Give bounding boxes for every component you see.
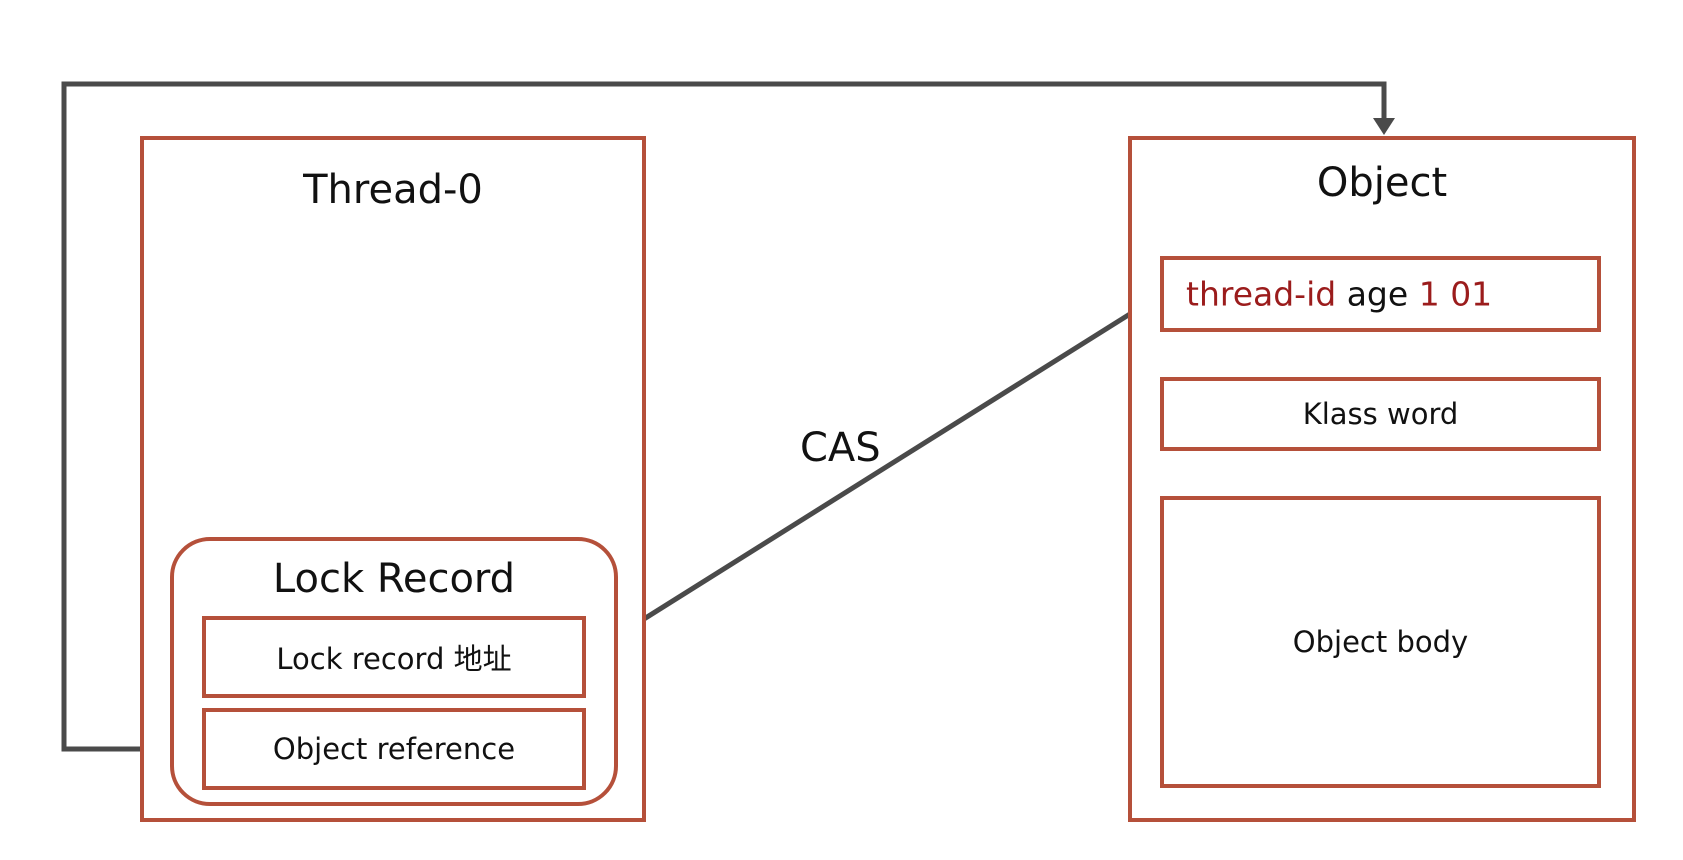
klass-word-cell: Klass word [1160, 377, 1601, 451]
lock-record-address-label: Lock record 地址 [276, 642, 512, 676]
mark-word-thread-id: thread-id [1186, 274, 1337, 314]
cas-connector [585, 297, 1157, 656]
mark-word-cell: thread-id age 1 01 [1160, 256, 1601, 332]
mark-word-text: thread-id age 1 01 [1186, 275, 1492, 314]
cas-label: CAS [800, 425, 881, 471]
thread-title: Thread-0 [303, 167, 483, 213]
lock-record-address-cell: Lock record 地址 [202, 616, 586, 698]
object-body-cell: Object body [1160, 496, 1601, 788]
mark-word-lock-bits: 01 [1450, 274, 1493, 314]
reference-arrow-head-icon [1373, 118, 1395, 135]
object-reference-cell: Object reference [202, 708, 586, 790]
object-body-label: Object body [1292, 625, 1469, 659]
lock-record-title: Lock Record [272, 556, 516, 602]
klass-word-label: Klass word [1302, 397, 1459, 431]
mark-word-biased-bit: 1 [1418, 274, 1440, 314]
object-title: Object [1316, 160, 1448, 206]
mark-word-age: age [1346, 274, 1409, 314]
object-reference-label: Object reference [272, 732, 516, 766]
